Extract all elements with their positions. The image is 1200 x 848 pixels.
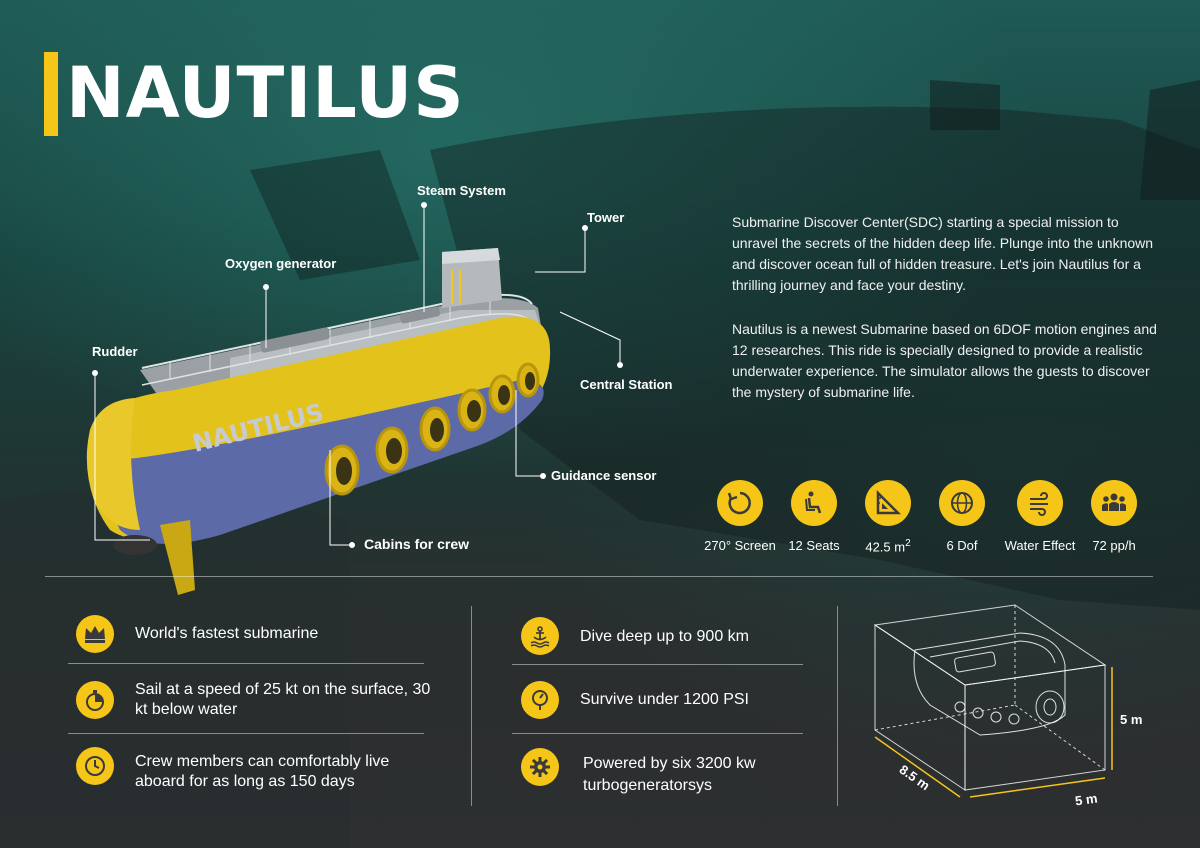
spec-screen: 270° Screen	[695, 480, 785, 553]
dimension-diagram	[873, 604, 1113, 798]
feature-speed: Sail at a speed of 25 kt on the surface,…	[135, 681, 431, 718]
gauge-icon	[521, 681, 559, 719]
callout-steam-system: Steam System	[417, 183, 506, 198]
feature-dive-depth: Dive deep up to 900 km	[580, 628, 749, 645]
feature-divider	[512, 664, 803, 665]
spec-label: Water Effect	[1004, 538, 1076, 553]
description-paragraph-2: Nautilus is a newest Submarine based on …	[732, 321, 1157, 400]
section-divider	[45, 576, 1153, 577]
callout-rudder: Rudder	[92, 344, 138, 359]
anchor-icon	[521, 617, 559, 655]
spec-water-effect: Water Effect	[995, 480, 1085, 553]
callout-central-station: Central Station	[580, 377, 673, 392]
callout-tower: Tower	[587, 210, 625, 225]
feature-divider	[512, 733, 803, 734]
page-title: NAUTILUS	[66, 52, 465, 134]
superscript: 2	[905, 538, 911, 549]
gear-icon	[521, 748, 559, 786]
feature-pressure: Survive under 1200 PSI	[580, 691, 749, 708]
group-icon	[1091, 480, 1137, 526]
column-divider	[837, 606, 838, 806]
crown-icon	[76, 615, 114, 653]
clock-icon	[76, 747, 114, 785]
description-paragraph-1: Submarine Discover Center(SDC) starting …	[732, 214, 1154, 293]
feature-crew-living: Crew members can comfortably live aboard…	[135, 753, 390, 790]
rotate-icon	[717, 480, 763, 526]
spec-capacity: 72 pp/h	[1069, 480, 1159, 553]
feature-fastest: World's fastest submarine	[135, 625, 319, 642]
spec-seats: 12 Seats	[769, 480, 859, 553]
spec-label: 42.5 m2	[865, 538, 911, 555]
seat-icon	[791, 480, 837, 526]
spec-label: 12 Seats	[788, 538, 840, 553]
title-accent-bar	[44, 52, 58, 136]
wind-icon	[1017, 480, 1063, 526]
spec-label: 6 Dof	[946, 538, 978, 553]
submarine-illustration: NAUTILUS	[86, 248, 551, 595]
feature-divider	[68, 733, 424, 734]
dimension-width: 5 m	[1074, 790, 1099, 809]
stopwatch-icon	[76, 681, 114, 719]
column-divider	[471, 606, 472, 806]
callout-cabins-for-crew: Cabins for crew	[364, 536, 470, 552]
feature-divider	[68, 663, 424, 664]
spec-label: 270° Screen	[704, 538, 776, 553]
callout-guidance-sensor: Guidance sensor	[551, 468, 657, 483]
spec-dof: 6 Dof	[917, 480, 1007, 553]
callout-oxygen-generator: Oxygen generator	[225, 256, 337, 271]
spec-area: 42.5 m2	[843, 480, 933, 554]
spec-label: 72 pp/h	[1092, 538, 1136, 553]
ruler-triangle-icon	[865, 480, 911, 526]
globe-icon	[939, 480, 985, 526]
feature-power: Powered by six 3200 kw turbogeneratorsys	[583, 755, 756, 794]
dimension-height: 5 m	[1120, 712, 1143, 727]
